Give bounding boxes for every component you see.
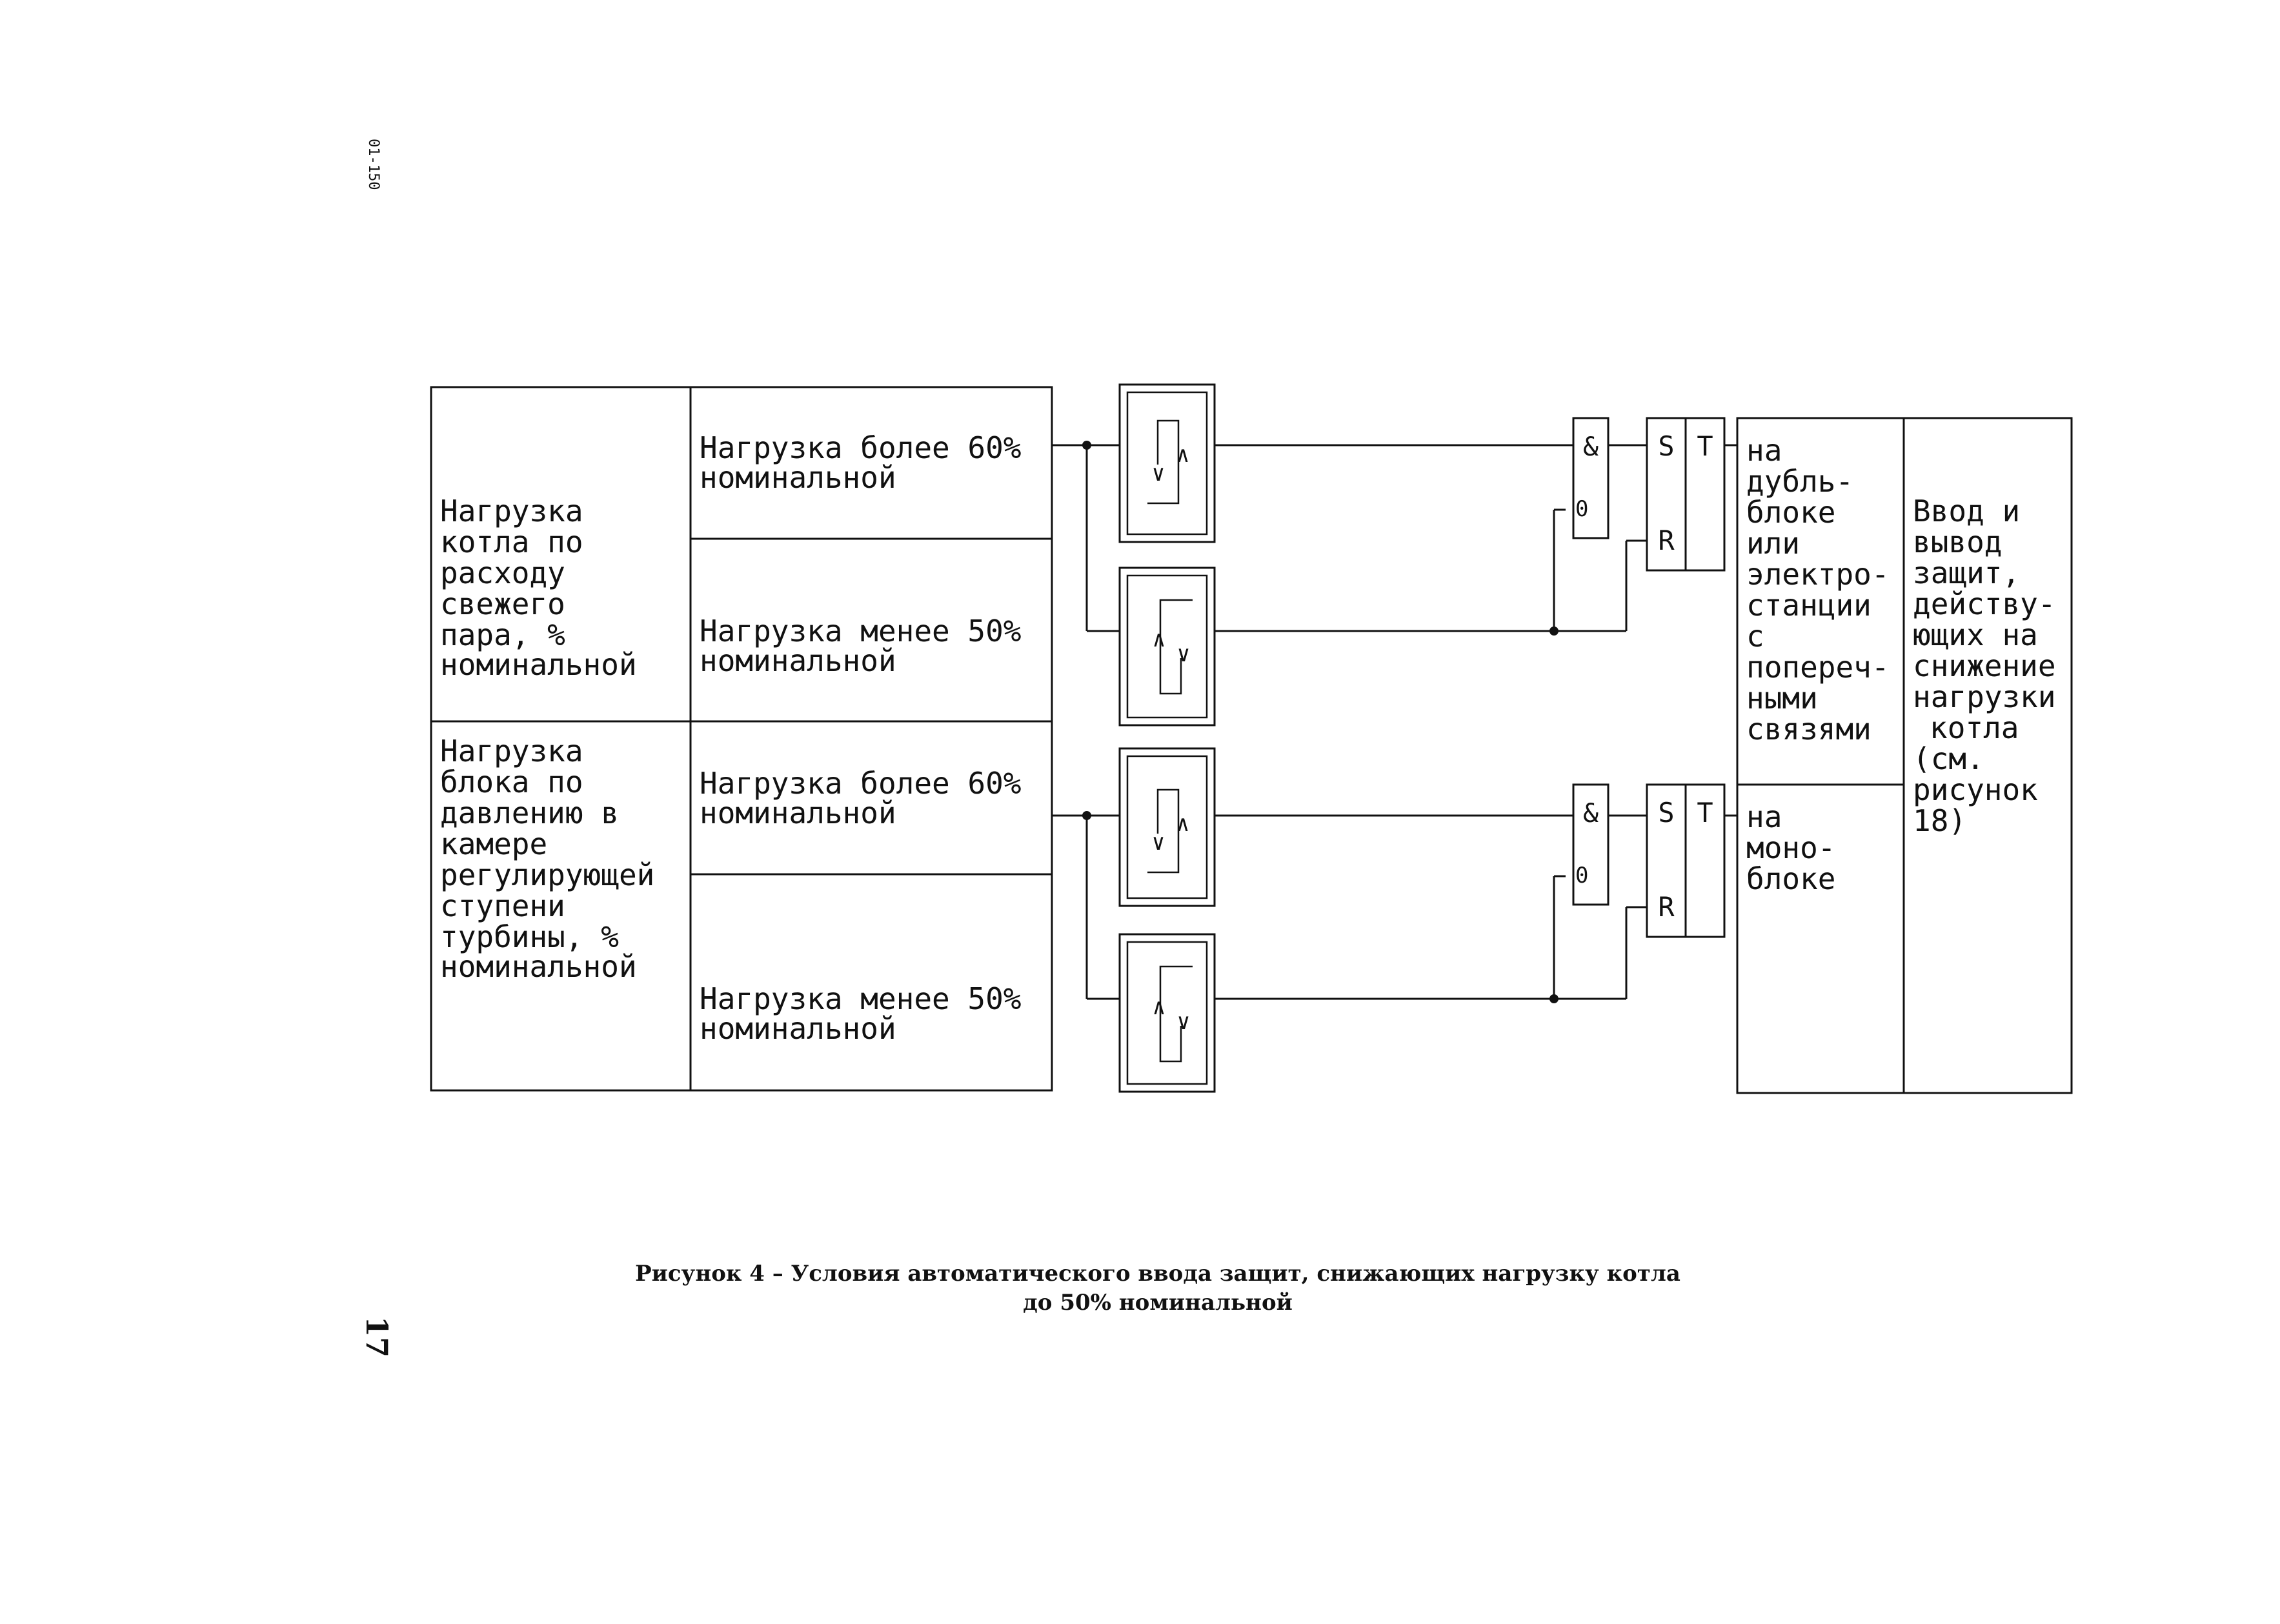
and-symbol: & — [1583, 432, 1599, 462]
output-line: ющих на — [1913, 617, 2038, 652]
output-line: вывод — [1913, 525, 2002, 559]
group2-title-line: турбины, % — [440, 919, 619, 954]
comparator-upper-2: ∨ ∧ — [1118, 747, 1216, 907]
row-label: номинальной — [700, 796, 896, 830]
right-top-line: ными — [1746, 681, 1818, 716]
right-top-line: попереч- — [1746, 650, 1890, 685]
group1-title-line: котла по — [440, 525, 583, 559]
figure-caption-line2: до 50% номинальной — [1023, 1290, 1293, 1316]
group1-title-line: пара, % — [440, 617, 565, 652]
output-line: 18) — [1913, 803, 1966, 838]
output-line: снижение — [1913, 648, 2056, 683]
group1-title-line: номинальной — [440, 647, 637, 682]
comparator-symbol: ∨ — [1152, 830, 1165, 856]
right-top-line: блоке — [1746, 495, 1835, 530]
output-line: котла — [1930, 710, 2019, 745]
flipflop-set: S — [1658, 797, 1674, 828]
flipflop-trigger: T — [1697, 797, 1713, 828]
output-line: действу- — [1913, 586, 2056, 621]
row-label: номинальной — [700, 460, 896, 495]
right-table — [1736, 417, 2073, 1094]
and-gate-1: & 0 — [1572, 417, 1609, 539]
group2-title-line: давлению в — [440, 796, 619, 830]
figure-caption-line1: Рисунок 4 – Условия автоматического ввод… — [635, 1261, 1680, 1287]
group2-title-line: ступени — [440, 888, 565, 923]
right-top-line: на — [1746, 433, 1782, 468]
comparator-symbol: ∨ — [1152, 461, 1165, 486]
right-top-line: связями — [1746, 712, 1871, 747]
flipflop-set: S — [1658, 430, 1674, 462]
group2-rows: Нагрузка более 60% номинальной Нагрузка … — [700, 766, 1022, 1046]
group1-rows: Нагрузка более 60% номинальной Нагрузка … — [700, 430, 1022, 678]
row-label: номинальной — [700, 1011, 896, 1046]
flipflop-reset: R — [1658, 525, 1675, 556]
output-line: рисунок — [1913, 772, 2038, 807]
right-top-line: с — [1746, 619, 1764, 654]
flipflop-trigger: T — [1697, 430, 1713, 462]
output-line: (см. — [1913, 741, 1984, 776]
output-label: Ввод и вывод защит, действу- ющих на сни… — [1913, 494, 2056, 838]
group1-title: Нагрузка котла по расходу свежего пара, … — [440, 494, 637, 682]
comparator-symbol: ∧ — [1153, 627, 1165, 652]
group2-title-line: камере — [440, 827, 547, 861]
comparator-upper-1: ∨ ∧ — [1118, 383, 1216, 543]
right-top-line: электро- — [1746, 557, 1890, 592]
group1-title-line: расходу — [440, 556, 565, 590]
output-line: защит, — [1913, 556, 2020, 590]
comparator-symbol: ∧ — [1176, 811, 1189, 837]
wires-block2 — [1052, 811, 1737, 1003]
group2-title-line: регулирующей — [440, 857, 654, 892]
flipflop-2: S R T — [1646, 783, 1726, 938]
inverter-label: 0 — [1575, 496, 1588, 522]
row-label: Нагрузка более 60% — [700, 766, 1022, 801]
group2-title-line: Нагрузка — [440, 734, 583, 768]
right-bottom-label: на моно- блоке — [1746, 799, 1835, 896]
right-top-line: или — [1746, 526, 1800, 561]
left-table — [430, 386, 1053, 1092]
wires-block1 — [1052, 441, 1737, 636]
right-bottom-line: блоке — [1746, 861, 1835, 896]
and-gate-2: & 0 — [1572, 783, 1609, 906]
right-top-label: на дубль- блоке или электро- станции с п… — [1746, 433, 1890, 747]
comparator-lower-1: ∧ ∨ — [1118, 566, 1216, 727]
row-label: Нагрузка более 60% — [700, 430, 1022, 465]
row-label: Нагрузка менее 50% — [700, 981, 1022, 1016]
and-symbol: & — [1583, 799, 1599, 828]
comparator-lower-2: ∧ ∨ — [1118, 933, 1216, 1093]
output-line: Ввод и — [1913, 494, 2020, 528]
comparator-symbol: ∨ — [1177, 641, 1190, 667]
flipflop-1: S R T — [1646, 417, 1726, 572]
row-label: Нагрузка менее 50% — [700, 614, 1022, 648]
page-number: 17 — [359, 1316, 394, 1358]
output-line: нагрузки — [1913, 679, 2056, 714]
right-bottom-line: моно- — [1746, 830, 1835, 865]
right-top-line: дубль- — [1746, 464, 1853, 499]
comparator-symbol: ∧ — [1153, 994, 1165, 1020]
group2-title: Нагрузка блока по давлению в камере регу… — [440, 734, 654, 984]
right-top-line: станции — [1746, 588, 1871, 623]
group2-title-line: номинальной — [440, 949, 637, 984]
row-label: номинальной — [700, 643, 896, 678]
side-code: 01-150 — [365, 139, 381, 190]
group1-title-line: Нагрузка — [440, 494, 583, 528]
group2-title-line: блока по — [440, 765, 583, 799]
flipflop-reset: R — [1658, 891, 1675, 923]
comparator-symbol: ∨ — [1177, 1009, 1190, 1035]
inverter-label: 0 — [1575, 863, 1588, 888]
right-bottom-line: на — [1746, 799, 1782, 834]
comparator-symbol: ∧ — [1176, 442, 1189, 468]
group1-title-line: свежего — [440, 586, 565, 621]
